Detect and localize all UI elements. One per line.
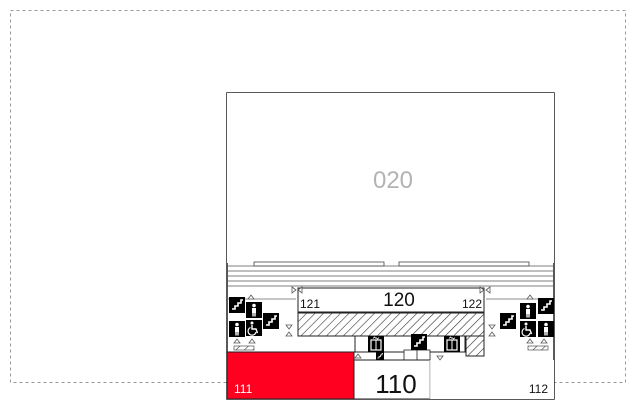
stairs-icon <box>410 333 428 351</box>
site-boundary <box>10 10 626 383</box>
right-amenities <box>479 286 555 351</box>
stairs-icon <box>375 351 385 361</box>
toilet-icon <box>520 303 536 319</box>
room-110[interactable]: 110 <box>353 359 431 400</box>
room-122[interactable]: 122 <box>462 297 482 311</box>
stair-hatch-right <box>527 345 549 351</box>
stair-hatch-left <box>233 345 255 351</box>
room-121[interactable]: 121 <box>300 297 320 311</box>
room-112[interactable]: 112 <box>429 360 554 399</box>
bench-right <box>398 261 530 267</box>
elevator-icon <box>367 335 385 353</box>
stairs-icon <box>262 312 280 330</box>
room-112-label: 112 <box>529 382 548 396</box>
room-121-label: 121 <box>300 297 320 311</box>
wheelchair-accessible-toilet-icon <box>519 320 537 338</box>
room-111-label: 111 <box>234 382 253 396</box>
bench-left <box>253 261 385 267</box>
toilet-icon <box>229 321 245 337</box>
stairs-icon <box>537 297 555 315</box>
room-110-label: 110 <box>375 369 416 399</box>
left-amenities <box>228 286 303 351</box>
room-020-label: 020 <box>373 167 413 194</box>
stairs-icon <box>228 296 246 314</box>
toilet-icon <box>246 302 262 318</box>
tiered-steps <box>227 265 554 287</box>
service-core-hatched <box>297 312 485 337</box>
elevator-icon <box>443 335 461 353</box>
service-core-lower-hatched <box>465 335 485 357</box>
toilet-icon <box>538 321 554 337</box>
stairs-icon <box>499 312 517 330</box>
room-120-label: 120 <box>383 290 415 311</box>
room-020[interactable]: 020 <box>227 93 554 263</box>
wheelchair-accessible-toilet-icon <box>245 319 263 337</box>
room-111[interactable]: 111 <box>226 351 355 400</box>
room-122-label: 122 <box>462 297 482 311</box>
room-120[interactable]: 120 <box>297 287 485 313</box>
